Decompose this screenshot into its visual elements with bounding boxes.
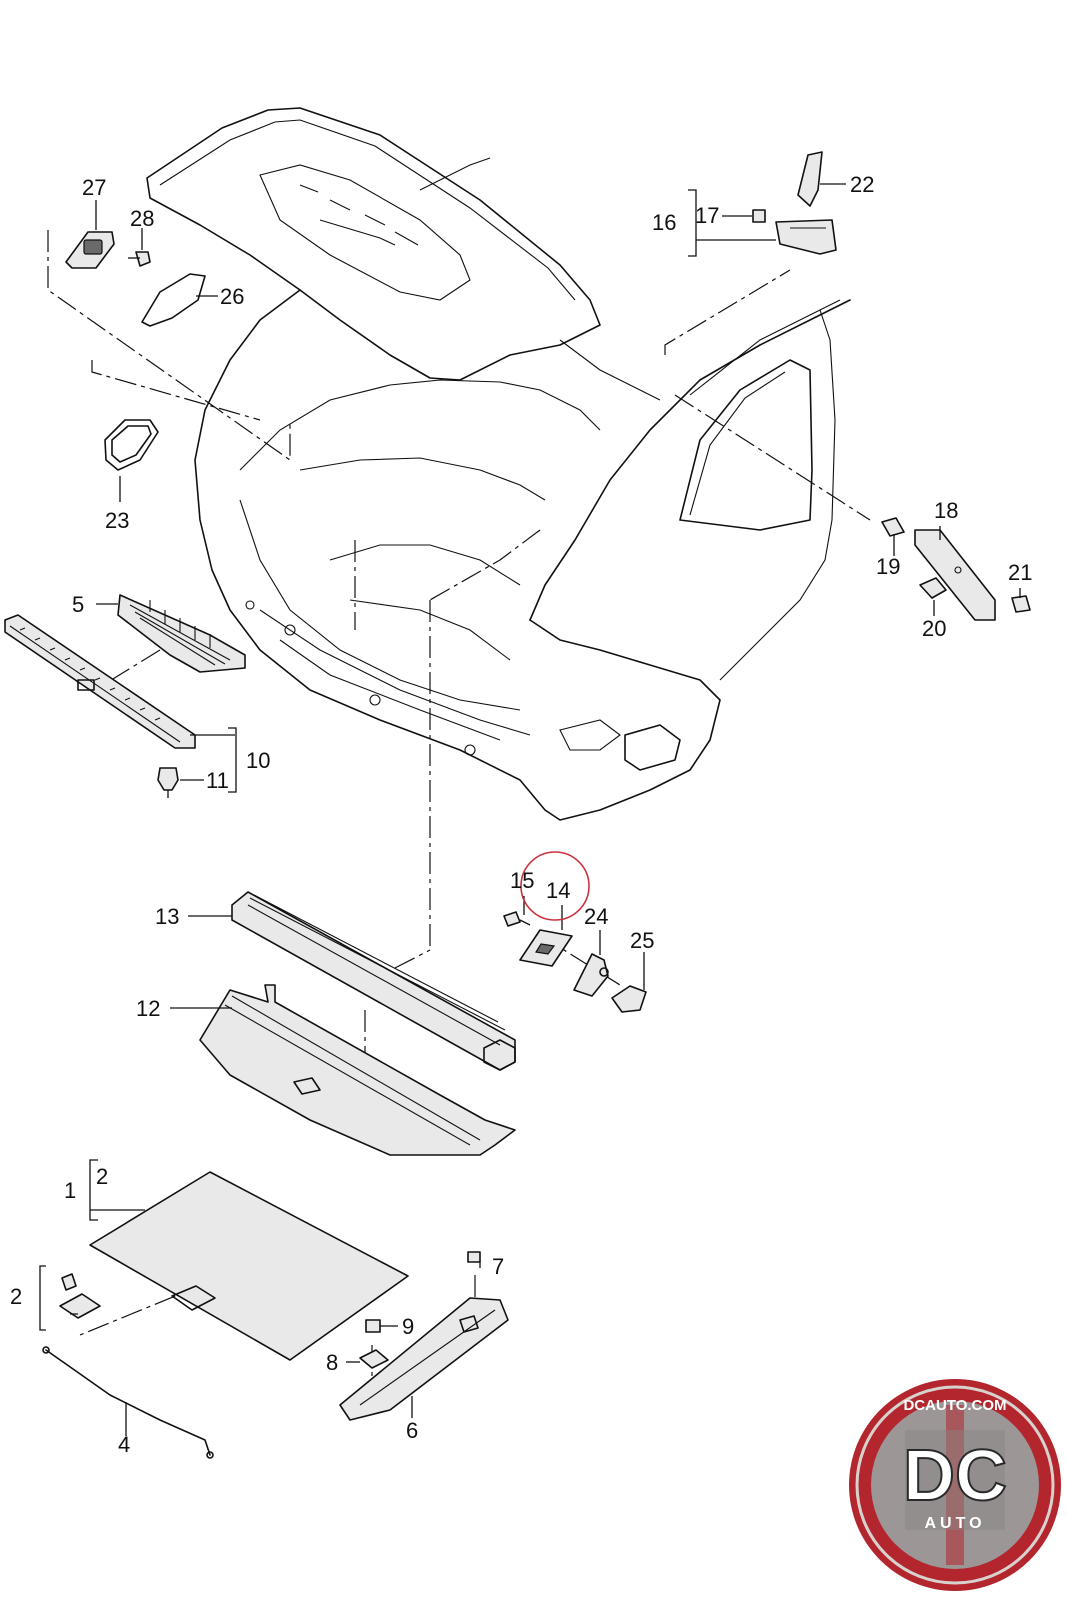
part-11-clip bbox=[157, 767, 179, 798]
callout-23: 23 bbox=[105, 508, 129, 533]
callout-18: 18 bbox=[934, 498, 958, 523]
part-19-nut bbox=[881, 517, 905, 537]
callout-26: 26 bbox=[220, 284, 244, 309]
logo-tagline: AUTO bbox=[924, 1515, 985, 1532]
callout-13: 13 bbox=[155, 904, 179, 929]
part-9-bolt bbox=[365, 1319, 381, 1333]
callout-12: 12 bbox=[136, 996, 160, 1021]
callout-19: 19 bbox=[876, 554, 900, 579]
part-1-floor-panel bbox=[89, 1171, 409, 1361]
callout-25: 25 bbox=[630, 928, 654, 953]
callout-2-left: 2 bbox=[10, 1284, 22, 1309]
dcauto-logo: DCAUTO.COM DC AUTO bbox=[849, 1379, 1061, 1591]
callout-2-top: 2 bbox=[96, 1164, 108, 1189]
part-18-trim-strip bbox=[914, 529, 996, 621]
callout-17: 17 bbox=[695, 203, 719, 228]
callout-1: 1 bbox=[64, 1178, 76, 1203]
logo-site-text: DCAUTO.COM bbox=[903, 1397, 1006, 1414]
part-21-screw bbox=[1011, 595, 1031, 613]
callout-8: 8 bbox=[326, 1350, 338, 1375]
part-28-screw bbox=[128, 251, 151, 267]
callout-21: 21 bbox=[1008, 560, 1032, 585]
vehicle-rear-body bbox=[146, 107, 851, 821]
callout-numbers: 27 28 26 23 5 10 11 13 12 15 14 24 25 22… bbox=[10, 172, 1032, 1457]
part-20-grommet bbox=[919, 577, 947, 599]
callout-4: 4 bbox=[118, 1432, 130, 1457]
part-14-strap bbox=[519, 929, 573, 967]
highlight-circle-part-14 bbox=[520, 851, 590, 921]
part-27-bracket bbox=[65, 231, 115, 269]
callout-10: 10 bbox=[246, 748, 270, 773]
part-2-handle bbox=[59, 1273, 101, 1319]
callout-27: 27 bbox=[82, 175, 106, 200]
part-5-sill-bracket bbox=[117, 594, 246, 673]
callout-20: 20 bbox=[922, 616, 946, 641]
callout-7: 7 bbox=[492, 1254, 504, 1279]
part-16-bracket bbox=[775, 219, 837, 255]
part-8-plate bbox=[359, 1349, 389, 1369]
callout-24: 24 bbox=[584, 904, 608, 929]
part-22-trim bbox=[797, 151, 823, 207]
callout-11: 11 bbox=[206, 768, 229, 793]
callout-5: 5 bbox=[72, 592, 84, 617]
callout-9: 9 bbox=[402, 1314, 414, 1339]
callout-leaders bbox=[39, 183, 1021, 1436]
part-23-seal bbox=[104, 419, 159, 471]
part-10-sill-plate bbox=[4, 614, 196, 749]
part-4-cable bbox=[42, 1346, 214, 1459]
part-6-rail bbox=[339, 1297, 509, 1421]
part-17-screw bbox=[752, 209, 766, 223]
part-26-gasket bbox=[141, 273, 206, 327]
part-13-cover-cassette bbox=[231, 891, 516, 1071]
part-7-bolt bbox=[467, 1251, 481, 1263]
part-25-bracket bbox=[611, 985, 647, 1013]
callout-28: 28 bbox=[130, 206, 154, 231]
part-24-hook bbox=[573, 953, 609, 997]
callout-14: 14 bbox=[546, 878, 570, 903]
callout-16: 16 bbox=[652, 210, 676, 235]
callout-15: 15 bbox=[510, 868, 534, 893]
logo-initials: DC bbox=[903, 1436, 1007, 1516]
callout-22: 22 bbox=[850, 172, 874, 197]
part-15-screw bbox=[503, 911, 531, 927]
part-12-cargo-cover bbox=[199, 984, 516, 1156]
callout-6: 6 bbox=[406, 1418, 418, 1443]
